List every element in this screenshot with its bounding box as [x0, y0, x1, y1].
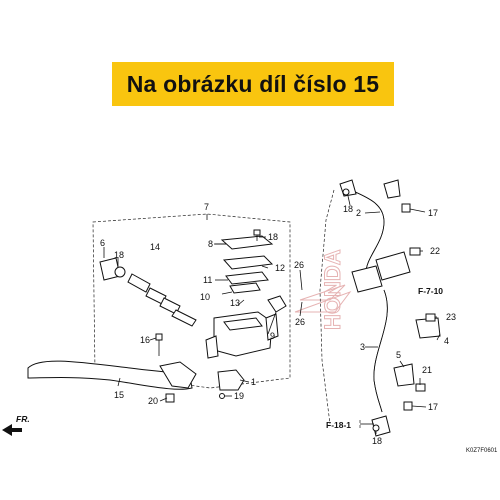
hose-joint [351, 251, 411, 293]
callout-19: 18 [114, 250, 124, 260]
callout-18-upper: 18 [343, 204, 353, 214]
reservoir-cap [214, 235, 274, 250]
brake-lever [27, 360, 197, 390]
callout-20: 18 [268, 232, 278, 242]
callout-23: 21 [422, 365, 432, 375]
cap-screw [253, 229, 261, 241]
callout-18-lower: 18 [372, 436, 382, 446]
front-arrow: FR. [2, 414, 30, 436]
banjo-upper-right [383, 179, 401, 199]
bolt-17-lower [403, 401, 413, 411]
master-cylinder-body [205, 311, 279, 359]
leader-lines [103, 195, 441, 434]
callout-15: 15 [114, 390, 124, 400]
callout-numbers: 7 6 18 14 8 18 12 11 10 13 9 1 19 20 16 … [100, 202, 456, 446]
reference-f-18-1: F-18-1 [326, 420, 351, 430]
wing-logo-watermark [294, 284, 352, 313]
callout-17-upper: 17 [428, 208, 438, 218]
bolt-17-upper [401, 203, 411, 213]
reference-line-upper [319, 189, 335, 425]
callout-26-upper: 26 [294, 260, 304, 270]
callout-11: 11 [203, 275, 212, 285]
part-number-banner: Na obrázku díl číslo 15 [112, 62, 394, 106]
drawing-code: K0Z7F0601 [466, 448, 498, 454]
callout-21: 19 [234, 391, 244, 401]
piston-set [99, 257, 197, 327]
callout-6: 6 [100, 238, 105, 248]
callout-13: 13 [230, 298, 240, 308]
callout-1: 1 [251, 377, 256, 387]
bolt-24 [409, 247, 421, 256]
reference-f-7-10: F-7-10 [418, 286, 443, 296]
callout-10: 10 [200, 292, 210, 302]
callout-3: 3 [360, 342, 365, 352]
bolt-23 [415, 383, 426, 392]
callout-2: 2 [356, 208, 361, 218]
callout-16: 16 [140, 335, 150, 345]
callout-26-lower: 26 [295, 317, 305, 327]
callout-14: 14 [150, 242, 160, 252]
callout-17-lower: 17 [428, 402, 438, 412]
boot [267, 295, 287, 313]
hose-clamp-5 [393, 363, 415, 387]
reservoir-plate [222, 255, 274, 294]
switch-screw [219, 393, 225, 399]
brake-hose-upper [347, 187, 385, 277]
callout-25: 23 [446, 312, 456, 322]
brake-hose-lower [373, 289, 388, 413]
callout-4: 4 [444, 336, 449, 346]
callout-9: 9 [270, 331, 275, 341]
callout-5: 5 [396, 350, 401, 360]
bolt-25 [425, 313, 436, 322]
lever-pivot-bolt [155, 333, 163, 356]
callout-12: 12 [275, 263, 285, 273]
screw-22 [165, 393, 175, 403]
callout-22: 20 [148, 396, 158, 406]
callout-7: 7 [204, 202, 209, 212]
washer-18-lower [372, 424, 380, 432]
brake-switch [217, 369, 245, 391]
callout-8: 8 [208, 239, 213, 249]
svg-text:FR.: FR. [16, 414, 30, 424]
callout-24: 22 [430, 246, 440, 256]
washer-18-upper [342, 188, 350, 196]
